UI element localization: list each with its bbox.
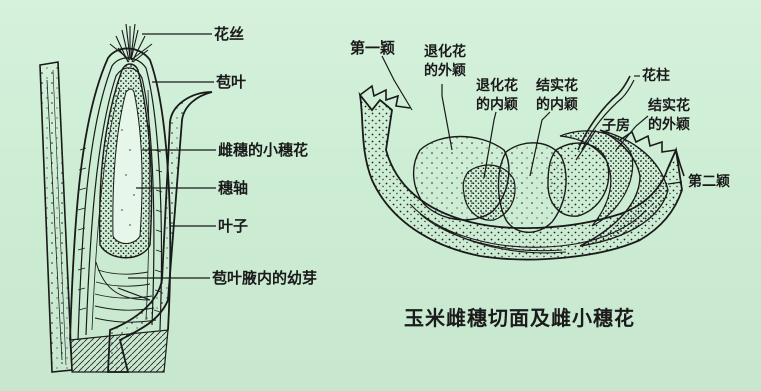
label-sterile-palea-line1: 退化花: [476, 78, 518, 95]
label-glume-2: 第二颖: [688, 174, 730, 191]
label-pistillate-spikelet: 雌穗的小穗花: [218, 142, 308, 159]
ovary-shape: [548, 143, 609, 216]
label-sterile-palea-line2: 的内颖: [476, 97, 518, 114]
label-ovary: 子房: [602, 118, 630, 135]
label-silk: 花丝: [214, 26, 244, 43]
label-fertile-palea-line2: 的内颖: [536, 97, 578, 114]
label-axillary-bud: 苞叶腋内的幼芽: [212, 270, 317, 287]
figure-caption: 玉米雌穗切面及雌小穗花: [404, 302, 635, 331]
label-sterile-lemma-line2: 的外颖: [424, 63, 466, 80]
label-fertile-palea-line1: 结实花: [536, 78, 578, 95]
label-fertile-lemma-line1: 结实花: [648, 98, 690, 115]
label-sterile-lemma-line1: 退化花: [424, 44, 466, 61]
label-glume-1: 第一颖: [350, 40, 395, 57]
label-leaf: 叶子: [218, 218, 248, 235]
label-style: 花柱: [642, 68, 670, 85]
label-fertile-lemma-line2: 的外颖: [648, 117, 690, 134]
label-bract: 苞叶: [216, 74, 246, 91]
label-rachis: 穗轴: [218, 180, 248, 197]
